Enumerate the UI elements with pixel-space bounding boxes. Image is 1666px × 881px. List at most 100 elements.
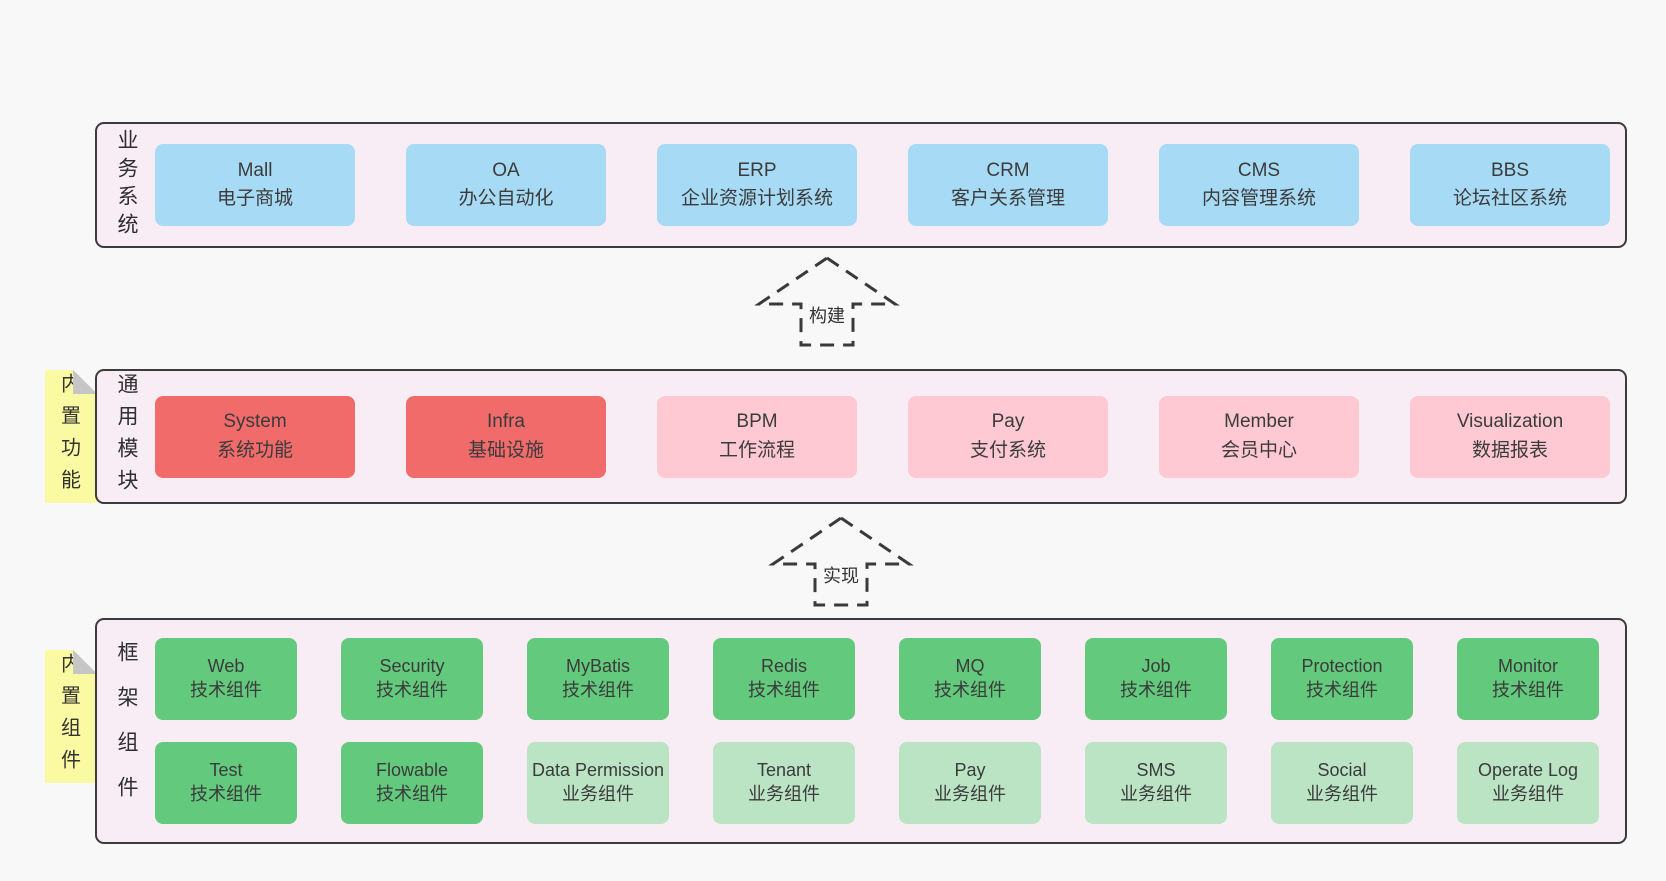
box-title: Social <box>1317 760 1367 781</box>
box-title: System <box>223 411 287 432</box>
box-subtitle: 技术组件 <box>1120 680 1192 700</box>
box-subtitle: 技术组件 <box>1492 680 1564 700</box>
box-subtitle: 业务组件 <box>934 784 1006 804</box>
box-crm: CRM 客户关系管理 <box>908 144 1108 226</box>
box-title: Member <box>1224 411 1294 432</box>
box-bpm: BPM 工作流程 <box>657 395 857 478</box>
box-title: Tenant <box>756 760 812 781</box>
box-title: Flowable <box>375 760 449 781</box>
box-subtitle: 数据报表 <box>1471 439 1548 461</box>
box-subtitle: 电子商城 <box>216 188 293 209</box>
business-box-row: Mall 电子商城 OA 办公自动化 ERP 企业资源计划系统 CRM 客户关系… <box>155 124 1625 246</box>
folded-corner-icon <box>73 370 97 394</box>
components-row-2: Test 技术组件 Flowable 技术组件 Data Permission … <box>155 742 1599 824</box>
box-subtitle: 技术组件 <box>190 784 262 804</box>
box-title: BBS <box>1490 159 1530 181</box>
implement-arrow: 实现 <box>766 514 916 609</box>
box-title: Redis <box>760 656 808 677</box>
box-subtitle: 技术组件 <box>748 680 820 700</box>
box-system: System 系统功能 <box>155 395 355 478</box>
box-erp: ERP 企业资源计划系统 <box>657 144 857 226</box>
box-operate-log: Operate Log 业务组件 <box>1457 742 1599 824</box>
box-subtitle: 技术组件 <box>376 680 448 700</box>
box-test: Test 技术组件 <box>155 742 297 824</box>
sticky-tag-built-in-features: 内置功能 <box>45 370 97 503</box>
box-title: Pay <box>954 760 986 781</box>
box-title: OA <box>492 159 520 181</box>
layer-side-label: 业务系统 <box>115 129 138 241</box>
box-job: Job 技术组件 <box>1085 638 1227 720</box>
box-title: MyBatis <box>565 656 630 677</box>
box-title: BPM <box>736 411 778 432</box>
box-title: Data Permission <box>531 760 665 781</box>
box-mq: MQ 技术组件 <box>899 638 1041 720</box>
layer-side-label: 框架组件 <box>115 641 138 821</box>
box-subtitle: 支付系统 <box>969 439 1046 461</box>
box-title: MQ <box>955 656 985 677</box>
box-member: Member 会员中心 <box>1159 395 1359 478</box>
box-subtitle: 技术组件 <box>562 680 634 700</box>
box-subtitle: 基础设施 <box>467 439 544 461</box>
build-arrow-label: 构建 <box>806 302 848 328</box>
folded-corner-icon <box>73 650 97 674</box>
up-arrow-icon <box>754 256 900 347</box>
box-protection: Protection 技术组件 <box>1271 638 1413 720</box>
box-title: Infra <box>486 411 526 432</box>
box-subtitle: 技术组件 <box>190 680 262 700</box>
box-subtitle: 论坛社区系统 <box>1452 188 1567 209</box>
box-security: Security 技术组件 <box>341 638 483 720</box>
box-subtitle: 企业资源计划系统 <box>680 188 833 209</box>
box-infra: Infra 基础设施 <box>406 395 606 478</box>
box-subtitle: 内容管理系统 <box>1201 188 1316 209</box>
box-mybatis: MyBatis 技术组件 <box>527 638 669 720</box>
components-row-1: Web 技术组件 Security 技术组件 MyBatis 技术组件 Redi… <box>155 638 1599 720</box>
box-title: Pay <box>991 411 1025 432</box>
box-title: CMS <box>1237 159 1281 181</box>
box-title: CRM <box>986 159 1030 181</box>
box-title: Monitor <box>1497 656 1559 677</box>
box-title: Test <box>209 760 243 781</box>
sticky-tag-label: 内置功能 <box>57 372 80 501</box>
box-subtitle: 业务组件 <box>748 784 820 804</box>
up-arrow-icon <box>768 516 914 607</box>
box-mall: Mall 电子商城 <box>155 144 355 226</box>
layer-common-modules: 通用模块 System 系统功能 Infra 基础设施 BPM 工作流程 Pay… <box>95 369 1627 504</box>
box-title: Job <box>1141 656 1171 677</box>
layer-framework-components: 框架组件 Web 技术组件 Security 技术组件 MyBatis 技术组件… <box>95 618 1627 844</box>
box-tenant: Tenant 业务组件 <box>713 742 855 824</box>
box-redis: Redis 技术组件 <box>713 638 855 720</box>
box-title: Visualization <box>1456 411 1564 432</box>
box-bbs: BBS 论坛社区系统 <box>1410 144 1610 226</box>
box-title: SMS <box>1136 760 1176 781</box>
box-monitor: Monitor 技术组件 <box>1457 638 1599 720</box>
box-data-permission: Data Permission 业务组件 <box>527 742 669 824</box>
box-subtitle: 办公自动化 <box>458 188 554 209</box>
box-visualization: Visualization 数据报表 <box>1410 395 1610 478</box>
box-title: Web <box>207 656 245 677</box>
implement-arrow-label: 实现 <box>820 562 862 588</box>
box-title: Security <box>379 656 445 677</box>
box-social: Social 业务组件 <box>1271 742 1413 824</box>
box-subtitle: 业务组件 <box>1492 784 1564 804</box>
box-cms: CMS 内容管理系统 <box>1159 144 1359 226</box>
modules-box-row: System 系统功能 Infra 基础设施 BPM 工作流程 Pay 支付系统… <box>155 371 1625 502</box>
box-subtitle: 客户关系管理 <box>950 188 1065 209</box>
box-pay-component: Pay 业务组件 <box>899 742 1041 824</box>
box-subtitle: 技术组件 <box>376 784 448 804</box>
box-title: Mall <box>237 159 273 181</box>
box-flowable: Flowable 技术组件 <box>341 742 483 824</box>
box-web: Web 技术组件 <box>155 638 297 720</box>
box-subtitle: 业务组件 <box>1306 784 1378 804</box>
layer-business-systems: 业务系统 Mall 电子商城 OA 办公自动化 ERP 企业资源计划系统 CRM… <box>95 122 1627 248</box>
sticky-tag-label: 内置组件 <box>57 652 80 781</box>
sticky-tag-built-in-components: 内置组件 <box>45 650 97 783</box>
box-subtitle: 会员中心 <box>1220 439 1297 461</box>
box-title: ERP <box>737 159 777 181</box>
components-box-grid: Web 技术组件 Security 技术组件 MyBatis 技术组件 Redi… <box>155 620 1625 842</box>
box-title: Protection <box>1301 656 1383 677</box>
layer-side-label: 通用模块 <box>115 372 138 501</box>
box-title: Operate Log <box>1477 760 1579 781</box>
box-oa: OA 办公自动化 <box>406 144 606 226</box>
box-subtitle: 业务组件 <box>1120 784 1192 804</box>
